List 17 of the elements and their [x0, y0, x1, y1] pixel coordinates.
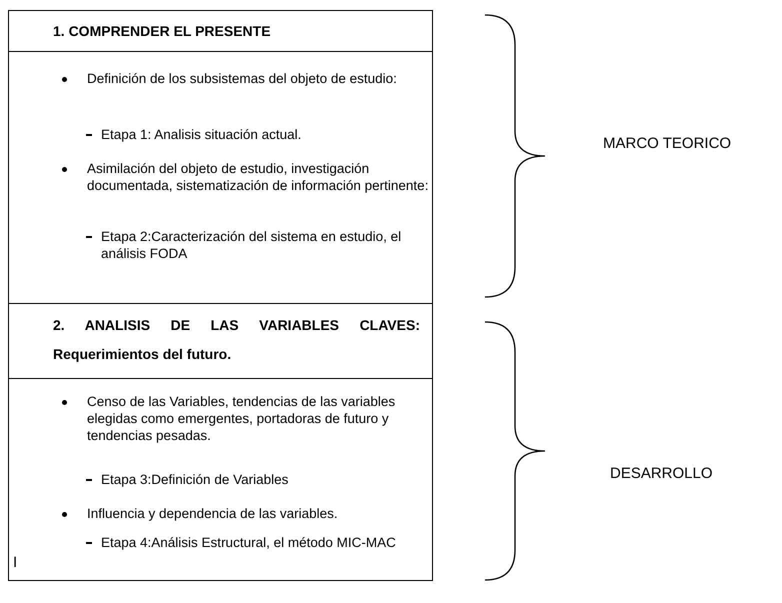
cursor-mark: I: [13, 554, 18, 571]
sub-item-text: Etapa 3:Definición de Variables: [101, 471, 290, 488]
section-label: MARCO TEORICO: [603, 135, 732, 152]
header-cell: [8, 303, 433, 379]
section-label: DESARROLLO: [610, 465, 713, 482]
sub-item-text: Etapa 4:Análisis Estructural, el método MIC-MAC: [101, 534, 397, 551]
header-cell: [8, 10, 433, 52]
sub-item-text: Etapa 2:Caracterización del sistema en estudio, el análisis FODA: [101, 228, 402, 262]
sub-item-text: Etapa 1: Analisis situación actual.: [101, 126, 302, 143]
bullet-text: Definición de los subsistemas del objeto de estudio:: [87, 70, 398, 87]
table-cell: [8, 51, 433, 304]
table-cell: [8, 378, 433, 581]
section-heading: 1. COMPRENDER EL PRESENTE: [53, 22, 272, 41]
bullet-text: Censo de las Variables, tendencias de las variables elegidas como emergentes, portadoras de futuro y tendencias pesadas.: [87, 393, 396, 444]
bullet-text: Asimilación del objeto de estudio, investigación documentada, sistematización de información pertinente:: [87, 160, 430, 194]
bullet-text: Influencia y dependencia de las variables.: [87, 505, 339, 522]
section-heading: 2. ANALISIS DE LAS VARIABLES CLAVES: Requerimientos del futuro.: [53, 316, 420, 364]
